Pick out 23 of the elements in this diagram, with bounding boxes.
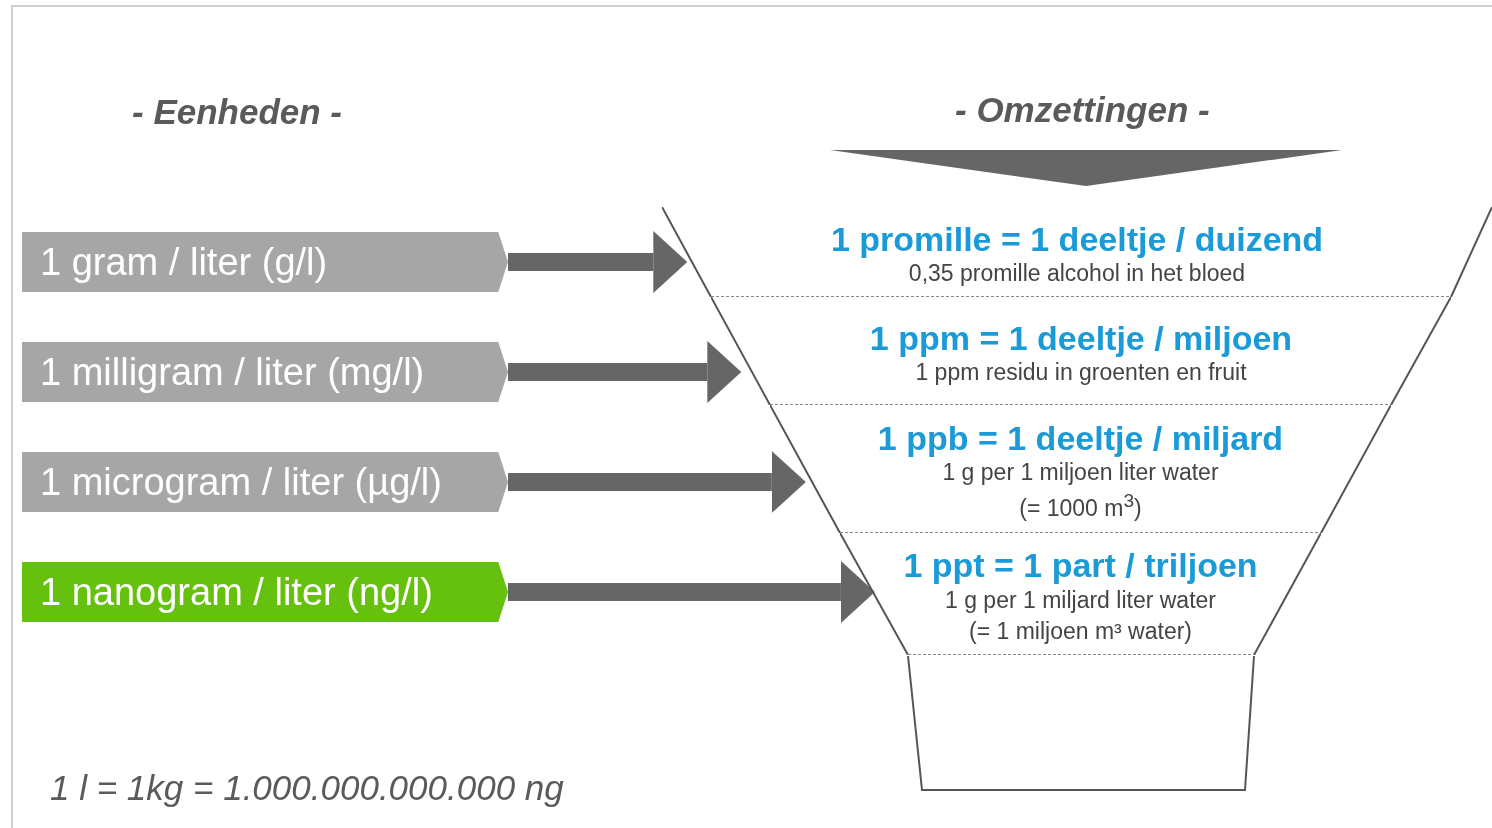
unit-banner: 1 gram / liter (g/l)	[22, 232, 508, 292]
band-example: 1 g per 1 miljard liter water (= 1 miljoen m³ water)	[944, 585, 1217, 646]
band-heading: 1 ppb = 1 deeltje / miljard	[877, 419, 1284, 458]
funnel-band	[711, 297, 1451, 405]
funnel-band	[840, 533, 1321, 655]
unit-banner: 1 milligram / liter (mg/l)	[22, 342, 508, 402]
unit-banner: 1 nanogram / liter (ng/l)	[22, 562, 508, 622]
unit-banner: 1 microgram / liter (µg/l)	[22, 452, 508, 512]
arrow	[508, 231, 688, 293]
column-heading: - Omzettingen -	[955, 90, 1210, 130]
band-heading: 1 promille = 1 deeltje / duizend	[830, 220, 1324, 259]
funnel-band	[770, 405, 1391, 533]
arrow	[508, 451, 806, 513]
arrow	[508, 341, 742, 403]
band-heading: 1 ppm = 1 deeltje / miljoen	[869, 319, 1293, 358]
band-example: 0,35 promille alcohol in het bloed	[908, 259, 1246, 289]
band-example: 1 ppm residu in groenten en fruit	[915, 358, 1247, 388]
arrow	[508, 561, 875, 623]
band-heading: 1 ppt = 1 part / triljoen	[903, 547, 1258, 585]
band-example: 1 g per 1 miljoen liter water (= 1000 m$^{3}$)	[941, 458, 1220, 523]
column-heading: - Eenheden -	[132, 92, 343, 132]
formula-note: 1 l = 1kg = 1.000.000.000.000 ng	[50, 768, 564, 808]
funnel-band	[662, 207, 1492, 297]
